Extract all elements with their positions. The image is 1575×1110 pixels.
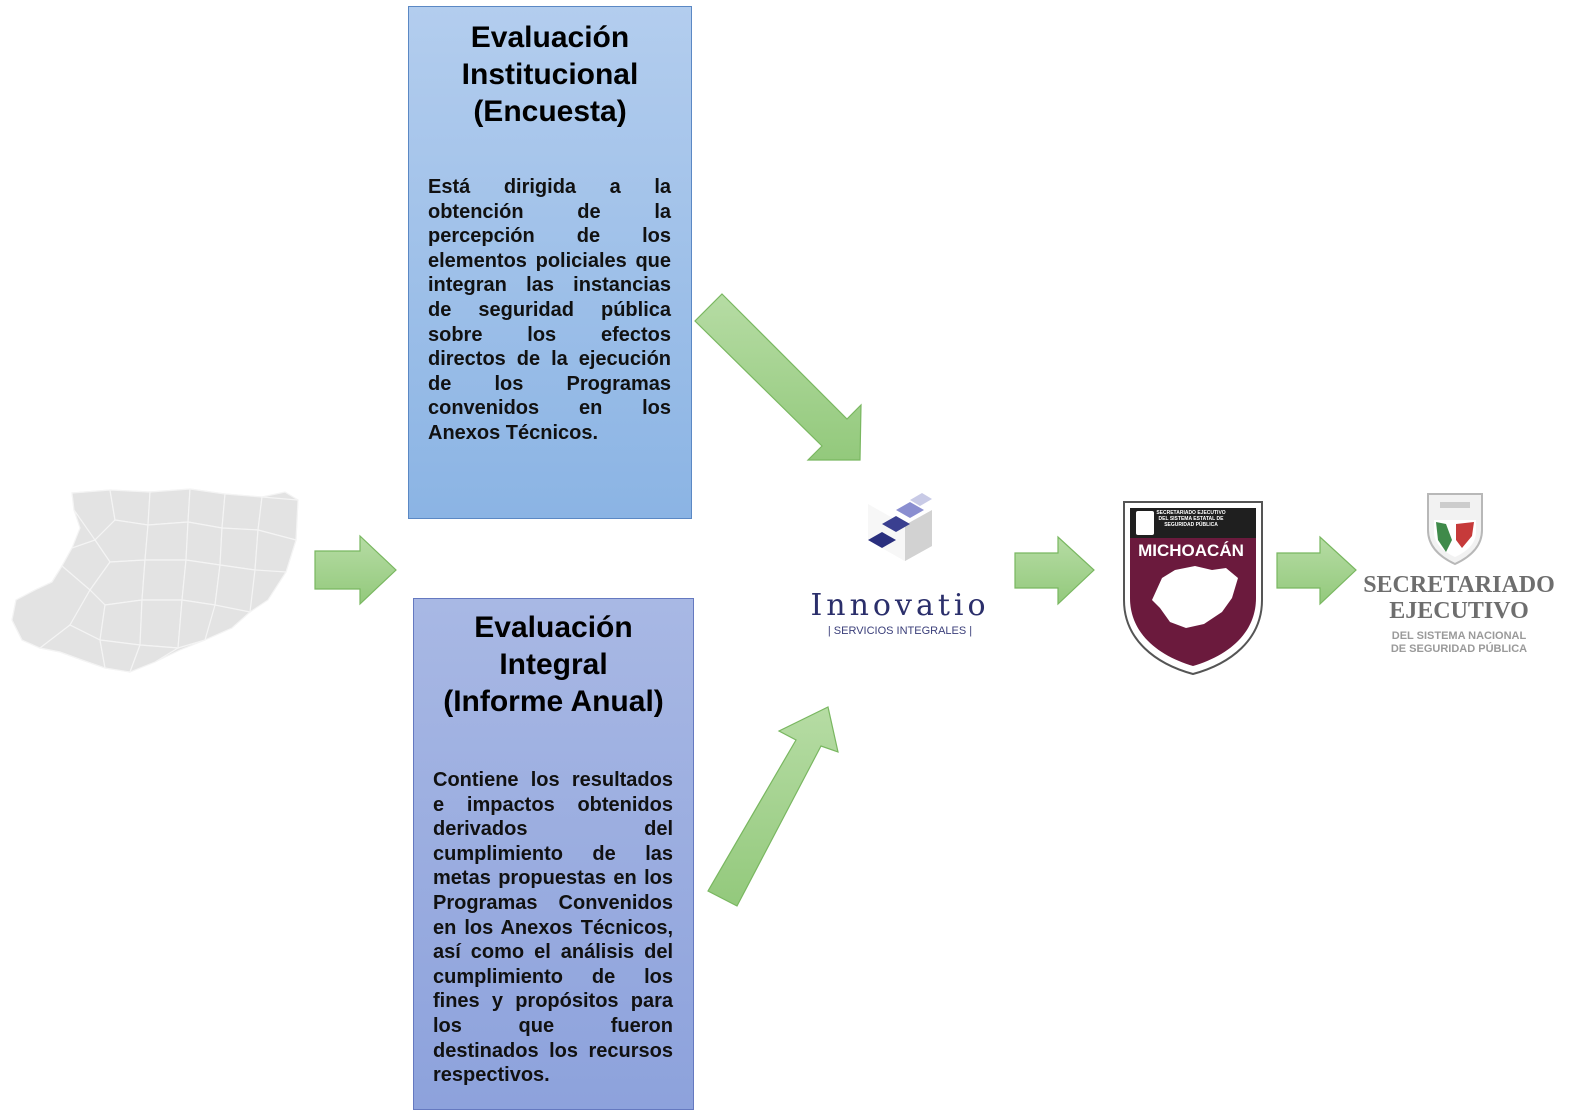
evaluacion-integral-box: Evaluación Integral (Informe Anual) Cont… (413, 598, 694, 1110)
innovatio-logo-tagline: | SERVICIOS INTEGRALES | (827, 625, 973, 637)
michoacan-shield-header: SECRETARIADO EJECUTIVO DEL SISTEMA ESTAT… (1156, 510, 1226, 528)
box-description: Contiene los resultados e impactos obten… (433, 769, 673, 1087)
box-title: Evaluación Integral (Informe Anual) (443, 611, 664, 718)
innovatio-logo-name: Innovatio (810, 588, 990, 623)
arrow-box2-to-innovatio (707, 706, 839, 907)
evaluacion-institucional-box: Evaluación Institucional (Encuesta) Está… (408, 6, 692, 519)
box-description: Está dirigida a la obtención de la perce… (428, 176, 671, 444)
arrow-michoacan-to-sesnsp (1276, 535, 1357, 606)
sesnsp-logo-title: SECRETARIADO EJECUTIVO (1363, 572, 1555, 624)
michoacan-shield-state: MICHOACÁN (1138, 541, 1244, 560)
sesnsp-logo-subtitle: DEL SISTEMA NACIONAL DE SEGURIDAD PÚBLIC… (1390, 630, 1528, 655)
box-title: Evaluación Institucional (Encuesta) (461, 21, 639, 128)
arrow-box1-to-innovatio (694, 293, 862, 461)
arrow-map-to-boxes (314, 534, 397, 606)
arrow-innovatio-to-michoacan (1014, 535, 1095, 606)
